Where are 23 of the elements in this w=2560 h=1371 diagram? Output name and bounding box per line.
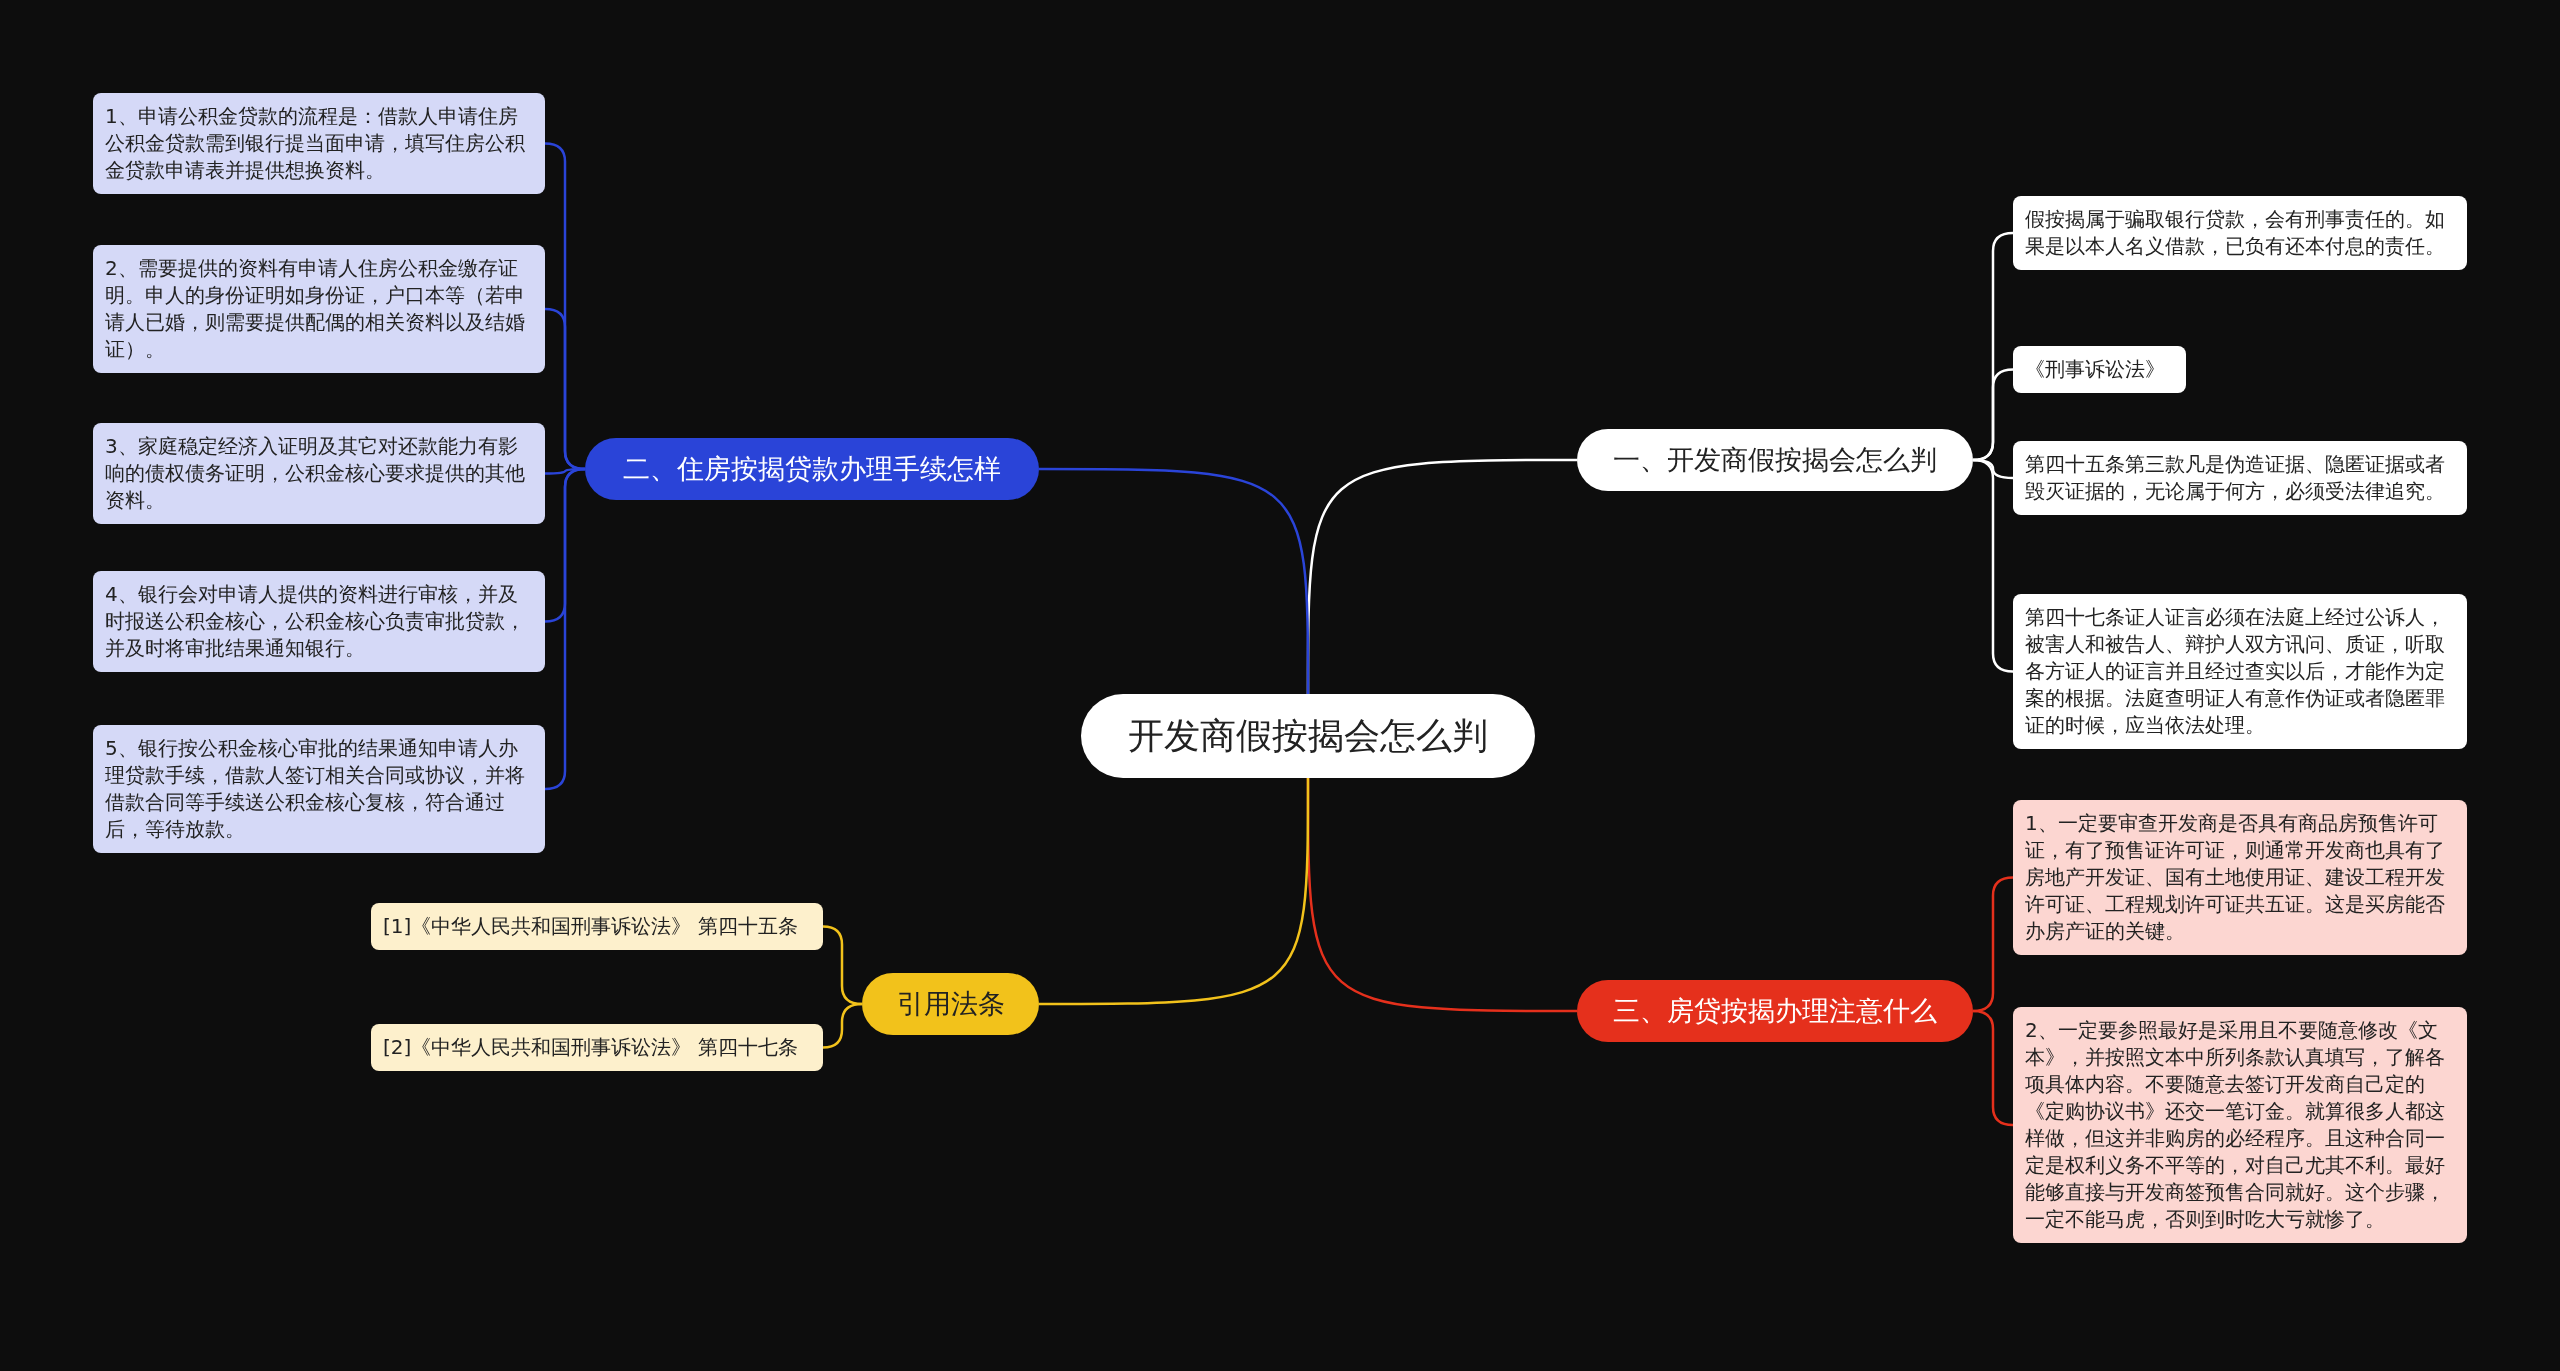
connector-line (1039, 467, 1310, 694)
note-card: 《刑事诉讼法》 (2013, 346, 2186, 393)
note-card: 2、需要提供的资料有申请人住房公积金缴存证明。申人的身份证明如身份证，户口本等（若申请人已婚，则需要提供配偶的相关资料以及结婚证）。 (93, 245, 545, 373)
connector-line (1039, 778, 1310, 1006)
note-card: [2]《中华人民共和国刑事诉讼法》 第四十七条 (371, 1024, 823, 1071)
note-card: 第四十五条第三款凡是伪造证据、隐匿证据或者毁灭证据的，无论属于何方，必须受法律追究。 (2013, 441, 2467, 515)
note-card: 第四十七条证人证言必须在法庭上经过公诉人，被害人和被告人、辩护人双方讯问、质证，听取各方证人的证言并且经过查实以后，才能作为定案的根据。法庭查明证人有意作伪证或者隐匿罪证的时候，应当依法处理。 (2013, 594, 2467, 749)
central-topic: 开发商假按揭会怎么判 (1081, 694, 1535, 778)
note-card: 1、申请公积金贷款的流程是：借款人申请住房公积金贷款需到银行提当面申请，填写住房公积金贷款申请表并提供想换资料。 (93, 93, 545, 194)
branch-topic: 一、开发商假按揭会怎么判 (1577, 429, 1973, 491)
note-card: 假按揭属于骗取银行贷款，会有刑事责任的。如果是以本人名义借款，已负有还本付息的责任。 (2013, 196, 2467, 270)
connector-line (1972, 458, 2014, 673)
note-card: [1]《中华人民共和国刑事诉讼法》 第四十五条 (371, 903, 823, 950)
note-card: 5、银行按公积金核心审批的结果通知申请人办理贷款手续，借款人签订相关合同或协议，并将借款合同等手续送公积金核心复核，符合通过后，等待放款。 (93, 725, 545, 853)
note-card: 3、家庭稳定经济入证明及其它对还款能力有影响的债权债务证明，公积金核心要求提供的其他资料。 (93, 423, 545, 524)
note-card: 2、一定要参照最好是采用且不要随意修改《文本》，并按照文本中所列条款认真填写，了解各项具体内容。不要随意去签订开发商自己定的《定购协议书》还交一笔订金。就算很多人都这样做，但这并非购房的必经程序。且这种合同一定是权利义务不平等的，对自己尤其不利。最好能够直接与开发商签预售合同就好。这个步骤，一定不能马虎，否则到时吃大亏就惨了。 (2013, 1007, 2467, 1243)
note-card: 4、银行会对申请人提供的资料进行审核，并及时报送公积金核心，公积金核心负责审批贷款，并及时将审批结果通知银行。 (93, 571, 545, 672)
connector-line (1972, 1009, 2014, 1127)
branch-topic: 引用法条 (862, 973, 1039, 1035)
note-card: 1、一定要审查开发商是否具有商品房预售许可证，有了预售证许可证，则通常开发商也具有了房地产开发证、国有土地使用证、建设工程开发许可证、工程规划许可证共五证。这是买房能否办房产证的关键。 (2013, 800, 2467, 955)
branch-topic: 三、房贷按揭办理注意什么 (1577, 980, 1973, 1042)
connector-line (822, 1002, 863, 1049)
branch-topic: 二、住房按揭贷款办理手续怎样 (585, 438, 1039, 500)
